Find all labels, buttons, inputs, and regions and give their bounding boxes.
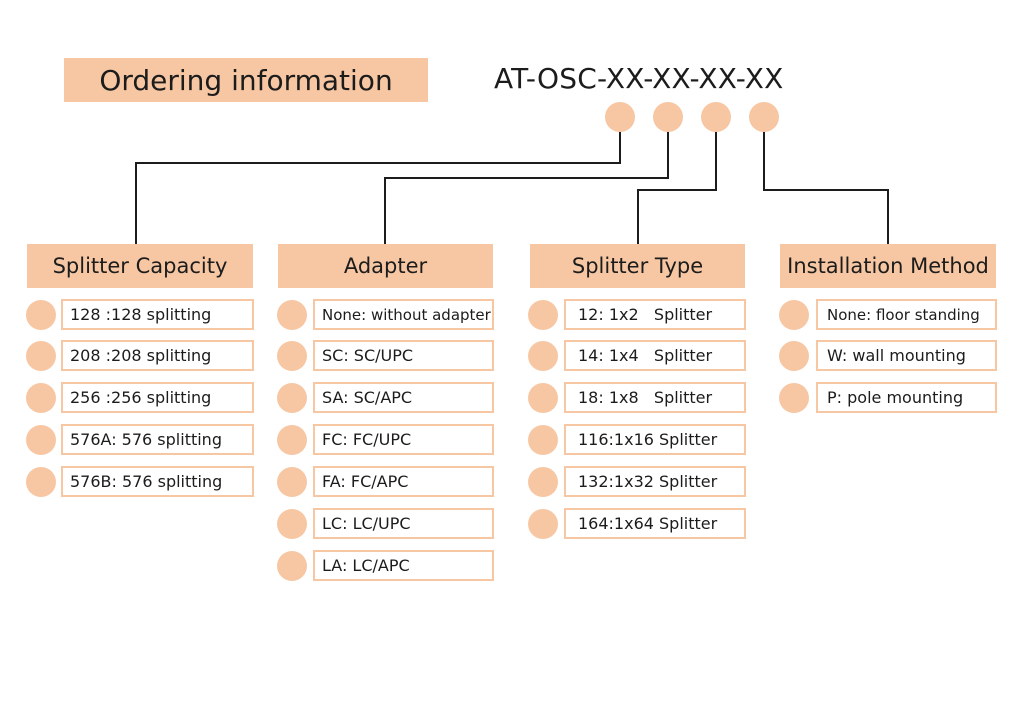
option-adapter-la: LA: LC/APC <box>313 550 494 581</box>
connector-capacity <box>135 132 621 244</box>
code-dot-type <box>701 102 731 132</box>
code-dot-adapter <box>653 102 683 132</box>
header-splitter-capacity: Splitter Capacity <box>27 244 253 288</box>
header-label: Splitter Type <box>571 254 704 278</box>
option-capacity-128: 128 :128 splitting <box>61 299 254 330</box>
connector-installation <box>763 132 889 244</box>
bullet-dot <box>528 509 558 539</box>
bullet-dot <box>528 383 558 413</box>
ordering-info-title-box: Ordering information <box>64 58 428 102</box>
option-adapter-none: None: without adapter <box>313 299 494 330</box>
header-label: Adapter <box>343 254 428 278</box>
option-type-1x16: 116:1x16 Splitter <box>564 424 746 455</box>
connector-type <box>637 132 717 244</box>
header-label: Splitter Capacity <box>52 254 228 278</box>
bullet-dot <box>26 467 56 497</box>
bullet-dot <box>528 300 558 330</box>
option-capacity-576b: 576B: 576 splitting <box>61 466 254 497</box>
option-install-floor: None: floor standing <box>816 299 997 330</box>
connector-adapter <box>384 132 669 244</box>
bullet-dot <box>277 551 307 581</box>
option-capacity-256: 256 :256 splitting <box>61 382 254 413</box>
bullet-dot <box>779 383 809 413</box>
option-type-1x64: 164:1x64 Splitter <box>564 508 746 539</box>
bullet-dot <box>779 341 809 371</box>
header-splitter-type: Splitter Type <box>530 244 745 288</box>
option-type-1x8: 18: 1x8 Splitter <box>564 382 746 413</box>
bullet-dot <box>528 425 558 455</box>
bullet-dot <box>277 467 307 497</box>
header-label: Installation Method <box>787 254 989 278</box>
bullet-dot <box>277 425 307 455</box>
bullet-dot <box>528 341 558 371</box>
header-adapter: Adapter <box>278 244 493 288</box>
bullet-dot <box>277 300 307 330</box>
code-dot-capacity <box>605 102 635 132</box>
bullet-dot <box>26 341 56 371</box>
option-type-1x4: 14: 1x4 Splitter <box>564 340 746 371</box>
page-title: Ordering information <box>99 63 393 97</box>
option-adapter-lc: LC: LC/UPC <box>313 508 494 539</box>
option-install-pole: P: pole mounting <box>816 382 997 413</box>
bullet-dot <box>26 425 56 455</box>
header-installation-method: Installation Method <box>780 244 996 288</box>
bullet-dot <box>26 300 56 330</box>
option-capacity-576a: 576A: 576 splitting <box>61 424 254 455</box>
option-adapter-sa: SA: SC/APC <box>313 382 494 413</box>
bullet-dot <box>277 341 307 371</box>
option-install-wall: W: wall mounting <box>816 340 997 371</box>
model-code: AT-OSC-XX-XX-XX-XX <box>494 62 784 95</box>
option-type-1x2: 12: 1x2 Splitter <box>564 299 746 330</box>
code-dot-installation <box>749 102 779 132</box>
option-adapter-fc: FC: FC/UPC <box>313 424 494 455</box>
bullet-dot <box>779 300 809 330</box>
bullet-dot <box>277 383 307 413</box>
option-capacity-208: 208 :208 splitting <box>61 340 254 371</box>
bullet-dot <box>26 383 56 413</box>
option-adapter-sc: SC: SC/UPC <box>313 340 494 371</box>
option-type-1x32: 132:1x32 Splitter <box>564 466 746 497</box>
bullet-dot <box>528 467 558 497</box>
option-adapter-fa: FA: FC/APC <box>313 466 494 497</box>
bullet-dot <box>277 509 307 539</box>
